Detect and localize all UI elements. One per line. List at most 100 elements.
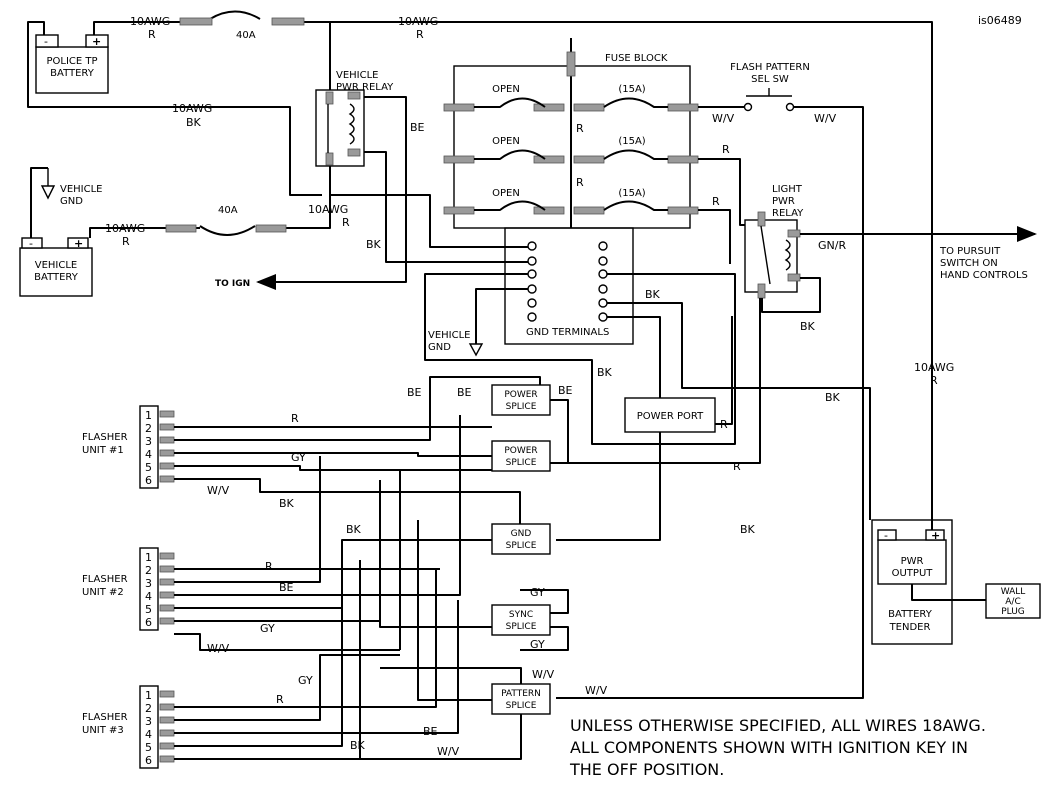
flasher2-label: FLASHER	[82, 574, 128, 585]
pwr-output-label-2: OUTPUT	[892, 568, 934, 579]
light-relay-label-2: PWR	[772, 196, 795, 207]
wire-bk-1: BK	[186, 116, 202, 129]
wire-10awg-2: 10AWG	[398, 15, 438, 28]
wire-wv-pattern-1: W/V	[532, 668, 555, 681]
fuse-block-label: FUSE BLOCK	[605, 53, 668, 64]
fuse-open-3: OPEN	[492, 188, 520, 199]
wire-wv-sw-2: W/V	[814, 112, 837, 125]
wire-bk-mid: BK	[597, 366, 613, 379]
note-line-1: UNLESS OTHERWISE SPECIFIED, ALL WIRES 18…	[570, 716, 986, 735]
pattern-splice-label: PATTERN	[501, 689, 541, 699]
police-battery-plus: +	[92, 35, 101, 48]
flasher3-pin-6: 6	[145, 754, 152, 767]
vehicle-battery-label-2: BATTERY	[34, 272, 79, 283]
flasher1-pin-3: 3	[145, 435, 152, 448]
wire-wv-pattern-2: W/V	[585, 684, 608, 697]
flasher3-pin-5: 5	[145, 741, 152, 754]
battery-tender-label-2: TENDER	[889, 622, 931, 633]
flasher2-pin-4: 4	[145, 590, 152, 603]
flasher1-pin-1: 1	[145, 409, 152, 422]
flasher2-pin-1: 1	[145, 551, 152, 564]
wire-be-top: BE	[407, 386, 422, 399]
wire-10awg-3: 10AWG	[172, 102, 212, 115]
wire-r-port: R	[720, 418, 728, 431]
gnd-terminals: GND TERMINALS VEHICLE GND BK	[424, 227, 871, 541]
vehicle-gnd-label-top: VEHICLE	[60, 184, 103, 195]
wire-r-4: R	[342, 216, 350, 229]
tender-plus: +	[931, 529, 940, 542]
wire-gy-sync-2: GY	[530, 638, 545, 651]
to-pursuit-label-3: HAND CONTROLS	[940, 270, 1028, 281]
vehicle-battery: - + VEHICLE BATTERY VEHICLE GND	[19, 167, 103, 297]
doc-id: is06489	[978, 14, 1022, 27]
fuse-r-2: R	[576, 176, 584, 189]
flasher-harness	[174, 376, 541, 760]
fuse-open-2: OPEN	[492, 136, 520, 147]
to-pursuit-label-2: SWITCH ON	[940, 258, 998, 269]
fuse-40a-1: 40A	[236, 30, 256, 41]
to-ign-label: TO IGN	[215, 279, 250, 289]
flasher2-pin-3: 3	[145, 577, 152, 590]
vehicle-relay-label-2: PWR RELAY	[336, 82, 394, 93]
wire-wv-f1: W/V	[207, 484, 230, 497]
wire-10awg-4: 10AWG	[308, 203, 348, 216]
wire-10awg-1: 10AWG	[130, 15, 170, 28]
fuse-15a-1: (15A)	[618, 84, 645, 95]
vehicle-battery-minus: -	[29, 237, 33, 250]
flasher2-pin-2: 2	[145, 564, 152, 577]
wire-10awg-5: 10AWG	[105, 222, 145, 235]
wire-bk-gnd: BK	[645, 288, 661, 301]
flasher1-pin-5: 5	[145, 461, 152, 474]
wall-plug-label-3: PLUG	[1001, 607, 1025, 617]
fuse-r-1: R	[576, 122, 584, 135]
flasher3-label-2: UNIT #3	[82, 725, 124, 736]
flasher2-pin-5: 5	[145, 603, 152, 616]
wire-gnr: GN/R	[818, 239, 846, 252]
wire-r-2: R	[416, 28, 424, 41]
flasher1-pin-4: 4	[145, 448, 152, 461]
sync-splice-label-2: SPLICE	[506, 622, 537, 632]
police-battery-label-2: BATTERY	[50, 68, 95, 79]
vehicle-gnd-mid-2: GND	[428, 342, 451, 353]
wire-bk-f2-top: BK	[346, 523, 362, 536]
fuse-40a-2: 40A	[218, 205, 238, 216]
flasher1-pin-2: 2	[145, 422, 152, 435]
wire-r-splice: R	[733, 460, 741, 473]
wire-be-splice: BE	[558, 384, 573, 397]
wire-gy-sync-1: GY	[530, 586, 545, 599]
light-relay-label-3: RELAY	[772, 208, 804, 219]
light-relay-label: LIGHT	[772, 184, 803, 195]
wire-wv-f2: W/V	[207, 642, 230, 655]
splices: POWER SPLICE POWER SPLICE GND SPLICE SYN…	[491, 384, 551, 715]
power-splice-1-label-2: SPLICE	[506, 402, 537, 412]
flasher3-label: FLASHER	[82, 712, 128, 723]
flash-sw-label-2: SEL SW	[751, 74, 789, 85]
wire-be-relay: BE	[410, 121, 425, 134]
flasher-unit-2: 1 2 3 4 5 6 FLASHER UNIT #2	[82, 547, 175, 631]
pwr-output-label: PWR	[901, 556, 924, 567]
wire-10awg-right: 10AWG	[914, 361, 954, 374]
battery-tender-label: BATTERY	[888, 609, 933, 620]
power-port-label: POWER PORT	[637, 411, 704, 422]
flasher-unit-3: 1 2 3 4 5 6 FLASHER UNIT #3	[82, 685, 175, 769]
wire-bk-f3: BK	[350, 739, 366, 752]
flash-sw-label: FLASH PATTERN	[730, 62, 810, 73]
wire-be-f2: BE	[279, 581, 294, 594]
flasher1-label: FLASHER	[82, 432, 128, 443]
wire-be-f3: BE	[423, 725, 438, 738]
wire-r-5: R	[122, 235, 130, 248]
vehicle-gnd-mid: VEHICLE	[428, 330, 471, 341]
power-splice-2-label: POWER	[504, 446, 537, 456]
wire-r-f2: R	[265, 560, 273, 573]
flasher-unit-1: 1 2 3 4 5 6 FLASHER UNIT #1	[82, 405, 175, 489]
vehicle-battery-label: VEHICLE	[35, 260, 78, 271]
wire-r-f3: R	[276, 693, 284, 706]
flasher3-pin-3: 3	[145, 715, 152, 728]
flasher3-pin-1: 1	[145, 689, 152, 702]
flasher1-label-2: UNIT #1	[82, 445, 124, 456]
wire-bk-mid-2: BK	[825, 391, 841, 404]
fuse-open-1: OPEN	[492, 84, 520, 95]
wall-plug-label: WALL	[1001, 587, 1026, 597]
wire-r-fuse2: R	[722, 143, 730, 156]
